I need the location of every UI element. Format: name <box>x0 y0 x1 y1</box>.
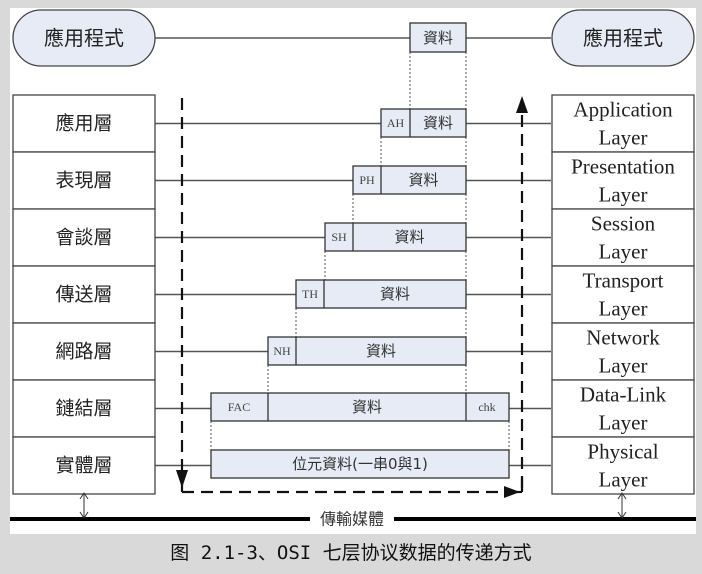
diagram-boxes: 應用程式應用程式資料應用層ApplicationLayer表現層Presenta… <box>10 9 696 529</box>
right-layer-box <box>551 94 695 153</box>
medium-label: 傳輸媒體 <box>320 510 384 529</box>
medium-label-bg <box>310 509 394 529</box>
chk-label: chk <box>478 400 495 414</box>
arrow-down-icon <box>176 470 188 488</box>
left-layer-label: 會談層 <box>55 227 112 249</box>
right-layer-label: Layer <box>599 354 648 378</box>
left-layer-box <box>12 379 156 438</box>
packet <box>267 336 467 366</box>
right-layer-box <box>551 322 695 381</box>
left-layer-label: 表現層 <box>55 170 112 192</box>
app-pill-left <box>12 9 156 67</box>
app-pill-right-label: 應用程式 <box>583 26 663 50</box>
data-label: 資料 <box>423 114 453 132</box>
right-layer-label: Network <box>586 326 660 350</box>
packet <box>380 108 467 138</box>
header-label: TH <box>302 287 318 301</box>
data-flow-path <box>180 98 524 494</box>
right-layer-label: Layer <box>599 297 648 321</box>
right-layer-label: Presentation <box>571 155 675 179</box>
right-layer-label: Application <box>573 98 673 122</box>
header-label: SH <box>331 230 347 244</box>
right-layer-label: Layer <box>599 183 648 207</box>
arrow-up-icon <box>516 96 528 113</box>
double-arrow-icon <box>617 492 627 519</box>
right-layer-label: Layer <box>599 468 648 492</box>
right-layer-box <box>551 436 695 495</box>
bit-stream-label: 位元資料(一串0與1) <box>292 455 428 473</box>
data-label: 資料 <box>408 171 438 189</box>
data-label: 資料 <box>352 398 382 416</box>
left-layer-box <box>12 208 156 267</box>
left-layer-label: 應用層 <box>55 112 112 135</box>
right-layer-label: Transport <box>583 269 664 293</box>
bit-stream-box <box>210 449 510 479</box>
data-label: 資料 <box>380 285 410 303</box>
left-layer-box <box>12 94 156 153</box>
right-layer-box <box>551 265 695 324</box>
double-arrow-icon <box>79 492 89 519</box>
left-layer-label: 傳送層 <box>55 284 112 306</box>
packet <box>324 222 467 252</box>
left-layer-box <box>12 265 156 324</box>
left-layer-label: 網路層 <box>55 341 112 363</box>
right-layer-label: Layer <box>599 240 648 264</box>
app-pill-right <box>551 9 695 67</box>
right-layer-box <box>551 379 695 438</box>
right-layer-box <box>551 208 695 267</box>
figure-caption: 图 2.1-3、OSI 七层协议数据的传递方式 <box>170 542 532 564</box>
frame <box>210 392 510 422</box>
fac-label: FAC <box>228 400 250 414</box>
right-layer-label: Session <box>591 212 656 236</box>
header-label: PH <box>359 173 375 187</box>
data-label: 資料 <box>394 228 424 246</box>
left-layer-label: 鏈結層 <box>55 398 112 420</box>
left-layer-box <box>12 322 156 381</box>
app-data-label: 資料 <box>423 29 453 47</box>
packet <box>352 165 467 195</box>
data-label: 資料 <box>366 342 396 360</box>
right-layer-label: Physical <box>587 440 658 464</box>
right-layer-label: Layer <box>599 126 648 150</box>
app-pill-left-label: 應用程式 <box>44 26 124 50</box>
arrow-right-icon <box>504 486 520 498</box>
header-label: AH <box>387 116 405 130</box>
app-data-box <box>409 22 467 53</box>
right-layer-label: Layer <box>599 411 648 435</box>
left-layer-box <box>12 151 156 210</box>
left-layer-label: 實體層 <box>55 455 112 477</box>
header-label: NH <box>273 344 291 358</box>
right-layer-label: Data-Link <box>580 383 667 407</box>
